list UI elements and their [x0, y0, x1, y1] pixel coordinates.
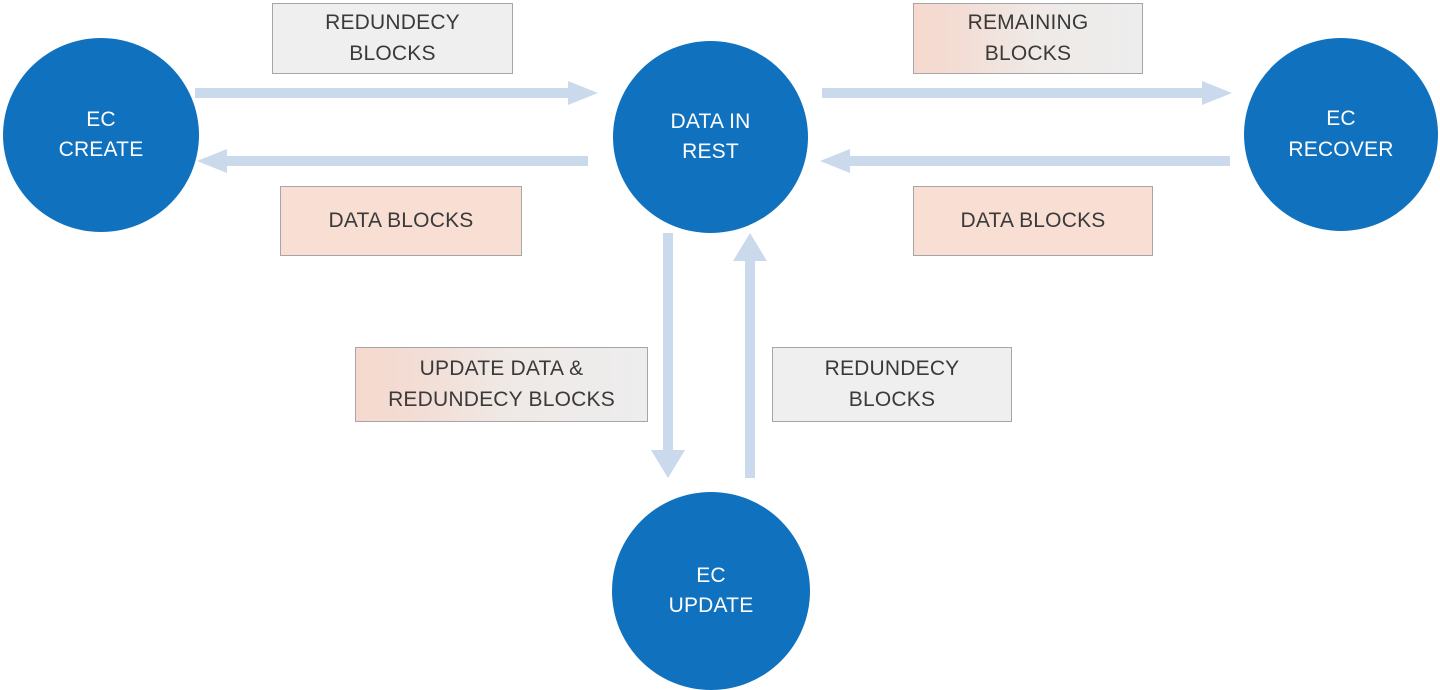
label-line2: BLOCKS [349, 41, 436, 65]
node-ec-update-line1: EC [696, 563, 726, 587]
label-remaining-blocks-top-right: REMAINING BLOCKS [913, 3, 1143, 74]
label-line1: REMAINING [967, 11, 1089, 35]
arrow-recover-to-rest [820, 149, 1230, 173]
node-ec-create-line2: CREATE [58, 138, 144, 161]
label-line1: REDUNDECY [824, 357, 960, 381]
node-ec-recover[interactable]: EC RECOVER [1244, 38, 1438, 231]
label-line2: BLOCKS [848, 387, 936, 411]
label-line1: UPDATE DATA & [419, 357, 584, 381]
node-data-in-rest-line1: DATA IN [670, 109, 751, 133]
label-redundecy-blocks-top-left: REDUNDECY BLOCKS [272, 3, 513, 74]
label-line2: BLOCKS [984, 41, 1072, 65]
label-line1: REDUNDECY [325, 11, 460, 35]
node-ec-recover-line1: EC [1326, 107, 1356, 131]
label-data-blocks-right: DATA BLOCKS [913, 186, 1153, 256]
node-ec-create[interactable]: EC CREATE [3, 38, 199, 232]
node-ec-create-line1: EC [86, 107, 116, 131]
label-line2: REDUNDECY BLOCKS [388, 387, 615, 411]
arrow-update-to-rest [733, 233, 767, 478]
label-update-data-redundecy: UPDATE DATA & REDUNDECY BLOCKS [355, 347, 648, 422]
node-ec-update-line2: UPDATE [668, 594, 754, 617]
node-data-in-rest-line2: REST [682, 140, 739, 163]
arrow-rest-to-update [651, 233, 685, 478]
label-redundecy-blocks-bottom: REDUNDECY BLOCKS [772, 347, 1012, 422]
node-ec-update[interactable]: EC UPDATE [612, 492, 810, 690]
label-data-blocks-left: DATA BLOCKS [280, 186, 522, 256]
arrow-rest-to-recover [822, 81, 1232, 105]
node-ec-recover-line2: RECOVER [1288, 137, 1394, 161]
arrow-create-to-rest [195, 81, 598, 105]
label-line1: DATA BLOCKS [960, 208, 1106, 232]
node-data-in-rest[interactable]: DATA IN REST [613, 41, 808, 233]
label-line1: DATA BLOCKS [328, 208, 474, 232]
arrow-rest-to-create [197, 149, 588, 173]
